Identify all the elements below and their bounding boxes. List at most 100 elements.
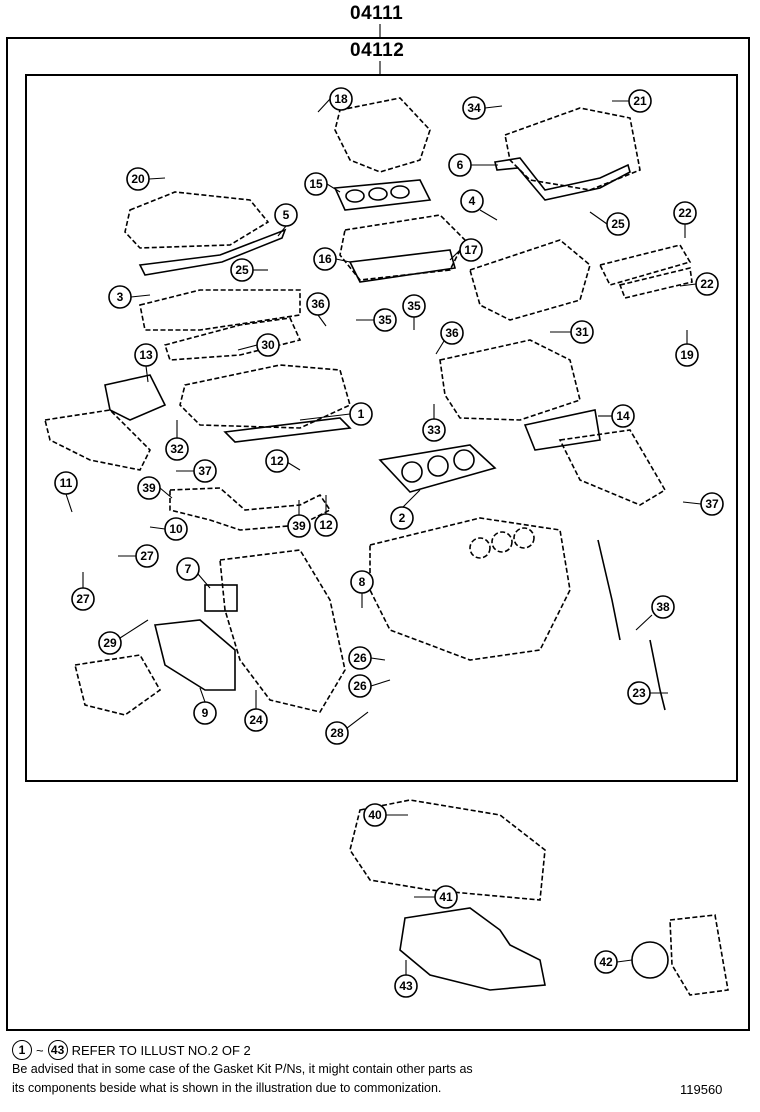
- svg-text:12: 12: [270, 454, 284, 468]
- svg-text:23: 23: [632, 686, 646, 700]
- callout-25a[interactable]: 25: [230, 258, 268, 282]
- svg-text:18: 18: [334, 92, 348, 106]
- footer-notes: 1 ~ 43 REFER TO ILLUST NO.2 OF 2 Be advi…: [12, 1040, 752, 1098]
- callout-35b[interactable]: 35: [402, 294, 426, 330]
- callout-12b[interactable]: 12: [314, 495, 338, 537]
- callout-25b[interactable]: 25: [589, 211, 630, 236]
- callout-36b[interactable]: 36: [435, 321, 464, 355]
- svg-text:29: 29: [103, 636, 117, 650]
- callout-23[interactable]: 23: [627, 681, 668, 705]
- callout-22b[interactable]: 22: [679, 272, 719, 296]
- callout-22a[interactable]: 22: [673, 201, 697, 238]
- callout-13[interactable]: 13: [134, 343, 158, 383]
- callout-21[interactable]: 21: [612, 89, 652, 113]
- svg-text:11: 11: [60, 476, 73, 490]
- range-note-text: REFER TO ILLUST NO.2 OF 2: [71, 1042, 251, 1058]
- range-start-badge: 1: [12, 1040, 32, 1060]
- callout-1[interactable]: 1: [299, 402, 373, 426]
- callout-26b[interactable]: 26: [348, 674, 391, 698]
- callout-43[interactable]: 43: [394, 960, 418, 998]
- svg-text:41: 41: [439, 890, 453, 904]
- callout-18[interactable]: 18: [317, 87, 353, 113]
- range-tilde: ~: [36, 1042, 44, 1058]
- svg-text:24: 24: [249, 713, 263, 727]
- assembly-code-outer: 04111: [350, 3, 404, 24]
- svg-text:7: 7: [185, 562, 192, 576]
- svg-text:10: 10: [169, 522, 183, 536]
- svg-text:17: 17: [464, 243, 478, 257]
- svg-text:21: 21: [633, 94, 647, 108]
- svg-text:37: 37: [705, 497, 719, 511]
- svg-text:36: 36: [311, 297, 325, 311]
- svg-text:5: 5: [283, 208, 290, 222]
- callout-5[interactable]: 5: [274, 203, 298, 237]
- callout-27a[interactable]: 27: [118, 544, 159, 568]
- callout-15[interactable]: 15: [304, 172, 341, 196]
- outer-assembly-frame: [6, 37, 750, 1031]
- svg-text:34: 34: [467, 101, 481, 115]
- callout-39b[interactable]: 39: [287, 500, 311, 538]
- svg-text:9: 9: [202, 706, 209, 720]
- advisory-line-2: its components beside what is shown in t…: [12, 1081, 442, 1095]
- svg-text:31: 31: [575, 325, 589, 339]
- callout-14[interactable]: 14: [598, 404, 635, 428]
- callout-41[interactable]: 41: [414, 885, 458, 909]
- svg-text:27: 27: [76, 592, 90, 606]
- callout-20[interactable]: 20: [126, 167, 166, 191]
- range-end-badge: 43: [47, 1040, 68, 1060]
- callout-30[interactable]: 30: [237, 333, 280, 357]
- callout-7[interactable]: 7: [176, 557, 211, 589]
- svg-text:26: 26: [353, 679, 367, 693]
- callout-9[interactable]: 9: [193, 687, 217, 725]
- svg-text:12: 12: [319, 518, 333, 532]
- callout-3[interactable]: 3: [108, 285, 151, 309]
- svg-text:39: 39: [292, 519, 306, 533]
- svg-text:3: 3: [117, 290, 124, 304]
- assembly-code-inner: 04112: [350, 40, 405, 61]
- callout-4[interactable]: 4: [460, 189, 498, 221]
- svg-text:8: 8: [359, 575, 366, 589]
- callout-35a[interactable]: 35: [356, 308, 397, 332]
- callout-2[interactable]: 2: [390, 489, 421, 530]
- svg-text:1: 1: [358, 407, 365, 421]
- callout-32[interactable]: 32: [165, 420, 189, 461]
- callout-29[interactable]: 29: [98, 619, 149, 655]
- callout-33[interactable]: 33: [422, 404, 446, 442]
- callout-28[interactable]: 28: [325, 711, 369, 745]
- svg-text:15: 15: [309, 177, 323, 191]
- svg-text:39: 39: [142, 481, 156, 495]
- callout-42[interactable]: 42: [594, 950, 633, 974]
- callout-19[interactable]: 19: [675, 330, 699, 367]
- callout-40[interactable]: 40: [363, 803, 408, 827]
- svg-text:35: 35: [378, 313, 392, 327]
- callout-36a[interactable]: 36: [306, 292, 330, 327]
- callout-27b[interactable]: 27: [71, 572, 95, 611]
- callout-31[interactable]: 31: [550, 320, 594, 344]
- callout-12a[interactable]: 12: [265, 449, 301, 473]
- callout-6[interactable]: 6: [448, 153, 498, 177]
- callout-39a[interactable]: 39: [137, 476, 173, 500]
- svg-text:38: 38: [656, 600, 670, 614]
- drawing-number: 119560: [680, 1082, 723, 1097]
- svg-text:36: 36: [445, 326, 459, 340]
- illustration-range-note: 1 ~ 43 REFER TO ILLUST NO.2 OF 2: [12, 1040, 752, 1060]
- callout-17[interactable]: 17: [449, 238, 483, 262]
- callout-37a[interactable]: 37: [176, 459, 217, 483]
- svg-text:26: 26: [353, 651, 367, 665]
- callout-16[interactable]: 16: [313, 247, 351, 271]
- callout-26a[interactable]: 26: [348, 646, 386, 670]
- callout-37b[interactable]: 37: [682, 492, 724, 516]
- callout-24[interactable]: 24: [244, 690, 268, 732]
- callout-10[interactable]: 10: [149, 517, 188, 541]
- svg-text:28: 28: [330, 726, 344, 740]
- svg-text:4: 4: [469, 194, 476, 208]
- advisory-line-1: Be advised that in some case of the Gask…: [12, 1062, 473, 1076]
- callout-11[interactable]: 11: [54, 471, 78, 513]
- callout-34[interactable]: 34: [462, 96, 503, 120]
- svg-text:33: 33: [427, 423, 441, 437]
- svg-text:35: 35: [407, 299, 421, 313]
- svg-text:2: 2: [399, 511, 406, 525]
- callout-8[interactable]: 8: [350, 570, 374, 608]
- callout-38[interactable]: 38: [635, 595, 675, 631]
